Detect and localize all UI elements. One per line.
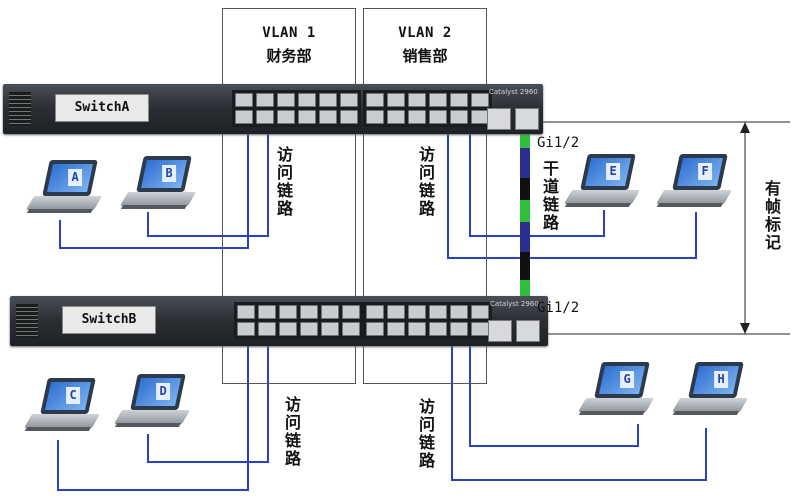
host-e-label: E <box>606 163 621 180</box>
link-a <box>59 128 249 249</box>
vlan1-dept: 财务部 <box>266 47 312 65</box>
access-link-label-a-vlan1: 访问链路 <box>274 146 293 218</box>
laptop-a: A <box>25 160 108 218</box>
host-g-label: G <box>620 371 635 388</box>
vlan1-title: VLAN 1 <box>262 25 316 41</box>
laptop-e: E <box>563 154 646 212</box>
switch-a: SwitchA Catalyst 2960 <box>3 84 543 134</box>
vlan2-dept: 销售部 <box>402 47 448 65</box>
laptop-d: D <box>113 374 196 432</box>
switch-a-model: Catalyst 2960 <box>489 88 538 96</box>
link-e <box>469 128 605 237</box>
frame-tag-dimension <box>520 121 790 335</box>
host-a-label: A <box>68 169 83 186</box>
switch-b-uplink-gi1-2 <box>516 320 540 342</box>
switch-a-ports-vlan2 <box>363 90 492 127</box>
laptop-h: H <box>671 362 754 420</box>
host-c-label: C <box>66 387 81 404</box>
host-h-label: H <box>714 371 729 388</box>
switch-b-leds <box>16 304 38 338</box>
switch-a-uplink-1 <box>487 108 511 130</box>
host-f-label: F <box>698 163 713 180</box>
link-h <box>451 340 707 481</box>
vlan2-title: VLAN 2 <box>398 25 452 41</box>
switch-b-ports-vlan1 <box>234 302 363 339</box>
switch-a-ports-vlan1 <box>232 90 361 127</box>
switch-b-model: Catalyst 2960 <box>490 300 539 308</box>
switch-a-leds <box>9 92 31 126</box>
access-link-label-a-vlan2: 访问链路 <box>416 146 435 218</box>
vlan1-box: VLAN 1 财务部 <box>222 8 356 384</box>
host-b-label: B <box>162 165 177 182</box>
switch-b-ports-vlan2 <box>363 302 492 339</box>
laptop-g: G <box>577 362 660 420</box>
link-g <box>469 340 639 447</box>
switch-b-uplink-1 <box>488 320 512 342</box>
port-label-switch-b: Gi1/2 <box>537 300 580 316</box>
trunk-link-label: 干道链路 <box>540 160 559 232</box>
switch-a-uplink-gi1-2 <box>515 108 539 130</box>
access-link-label-b-vlan2: 访问链路 <box>416 398 435 470</box>
frame-tag-label: 有帧标记 <box>762 180 781 252</box>
laptop-f: F <box>655 154 738 212</box>
vlan2-box: VLAN 2 销售部 <box>363 8 487 384</box>
switch-b-label: SwitchB <box>62 306 156 334</box>
laptop-c: C <box>23 378 106 436</box>
laptop-b: B <box>119 156 202 214</box>
host-d-label: D <box>156 383 171 400</box>
switch-b: SwitchB Catalyst 2960 <box>10 296 548 346</box>
link-c <box>57 340 249 491</box>
link-d <box>147 340 269 463</box>
port-label-switch-a: Gi1/2 <box>537 135 580 151</box>
access-link-label-b-vlan1: 访问链路 <box>282 396 301 468</box>
link-b <box>147 128 269 237</box>
switch-a-label: SwitchA <box>55 94 149 122</box>
link-f <box>447 128 697 259</box>
